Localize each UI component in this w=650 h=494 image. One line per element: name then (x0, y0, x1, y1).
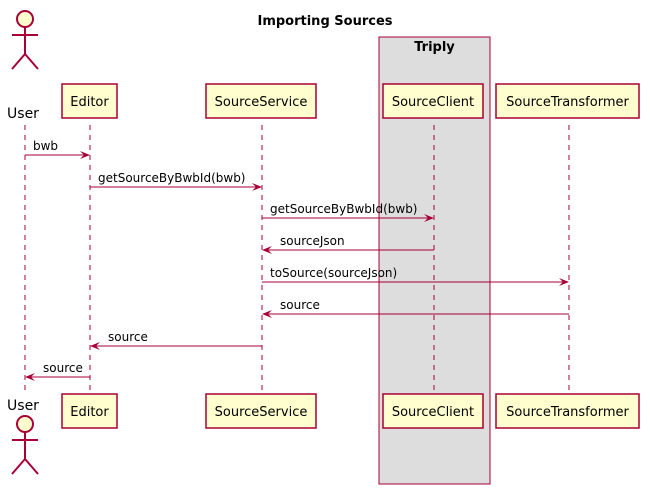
actor-user-top: User (7, 10, 39, 122)
participant-sourceservice-top: SourceService (205, 83, 317, 119)
actor-figure-icon (11, 415, 39, 475)
participant-sourceclient-bottom: SourceClient (382, 393, 484, 429)
participant-sourceclient-top: SourceClient (382, 83, 484, 119)
actor-label-top: User (7, 106, 39, 122)
actor-figure-icon (11, 10, 39, 70)
message-label: source (108, 330, 148, 344)
actor-user-bottom: User (7, 398, 39, 475)
participant-label: SourceTransformer (506, 95, 629, 110)
message-user-to-editor: bwb (25, 139, 90, 159)
message-sourceservice-to-sourceclient: getSourceByBwbId(bwb) (262, 202, 434, 222)
participant-sourcetransformer-bottom: SourceTransformer (495, 393, 640, 429)
arrow-head-icon (90, 342, 100, 350)
message-label: getSourceByBwbId(bwb) (98, 171, 246, 185)
message-editor-to-sourceservice: getSourceByBwbId(bwb) (90, 171, 262, 191)
message-label: source (43, 361, 83, 375)
diagram-title: Importing Sources (257, 14, 392, 29)
participant-label: Editor (70, 95, 109, 110)
message-label: bwb (33, 139, 58, 153)
group-label-triply: Triply (414, 40, 455, 55)
lifelines (24, 125, 570, 395)
arrow-head-icon (252, 183, 262, 191)
participant-sourceservice-bottom: SourceService (205, 393, 317, 429)
message-editor-to-user: source (25, 361, 90, 381)
message-sourceclient-to-sourceservice: sourceJson (262, 234, 434, 254)
participant-label: SourceTransformer (506, 405, 629, 420)
arrow-head-icon (559, 278, 569, 286)
participant-label: SourceService (215, 405, 308, 420)
arrow-head-icon (262, 246, 272, 254)
message-sourceservice-to-sourcetransformer: toSource(sourceJson) (262, 266, 569, 286)
message-label: toSource(sourceJson) (270, 266, 397, 280)
actor-label-bottom: User (7, 398, 39, 414)
arrow-head-icon (262, 310, 272, 318)
participant-label: Editor (70, 405, 109, 420)
message-label: source (280, 298, 320, 312)
arrow-head-icon (25, 373, 35, 381)
participant-label: SourceClient (392, 95, 474, 110)
arrow-head-icon (80, 151, 90, 159)
message-sourcetransformer-to-sourceservice: source (262, 298, 569, 318)
message-sourceservice-to-editor: source (90, 330, 262, 350)
arrow-head-icon (424, 214, 434, 222)
participant-editor-top: Editor (61, 83, 118, 119)
participant-sourcetransformer-top: SourceTransformer (495, 83, 640, 119)
participant-editor-bottom: Editor (61, 393, 118, 429)
message-label: getSourceByBwbId(bwb) (270, 202, 418, 216)
participant-label: SourceService (215, 95, 308, 110)
message-label: sourceJson (280, 234, 345, 248)
messages: bwb getSourceByBwbId(bwb) getSourceByBwbId… (25, 139, 569, 381)
participant-label: SourceClient (392, 405, 474, 420)
